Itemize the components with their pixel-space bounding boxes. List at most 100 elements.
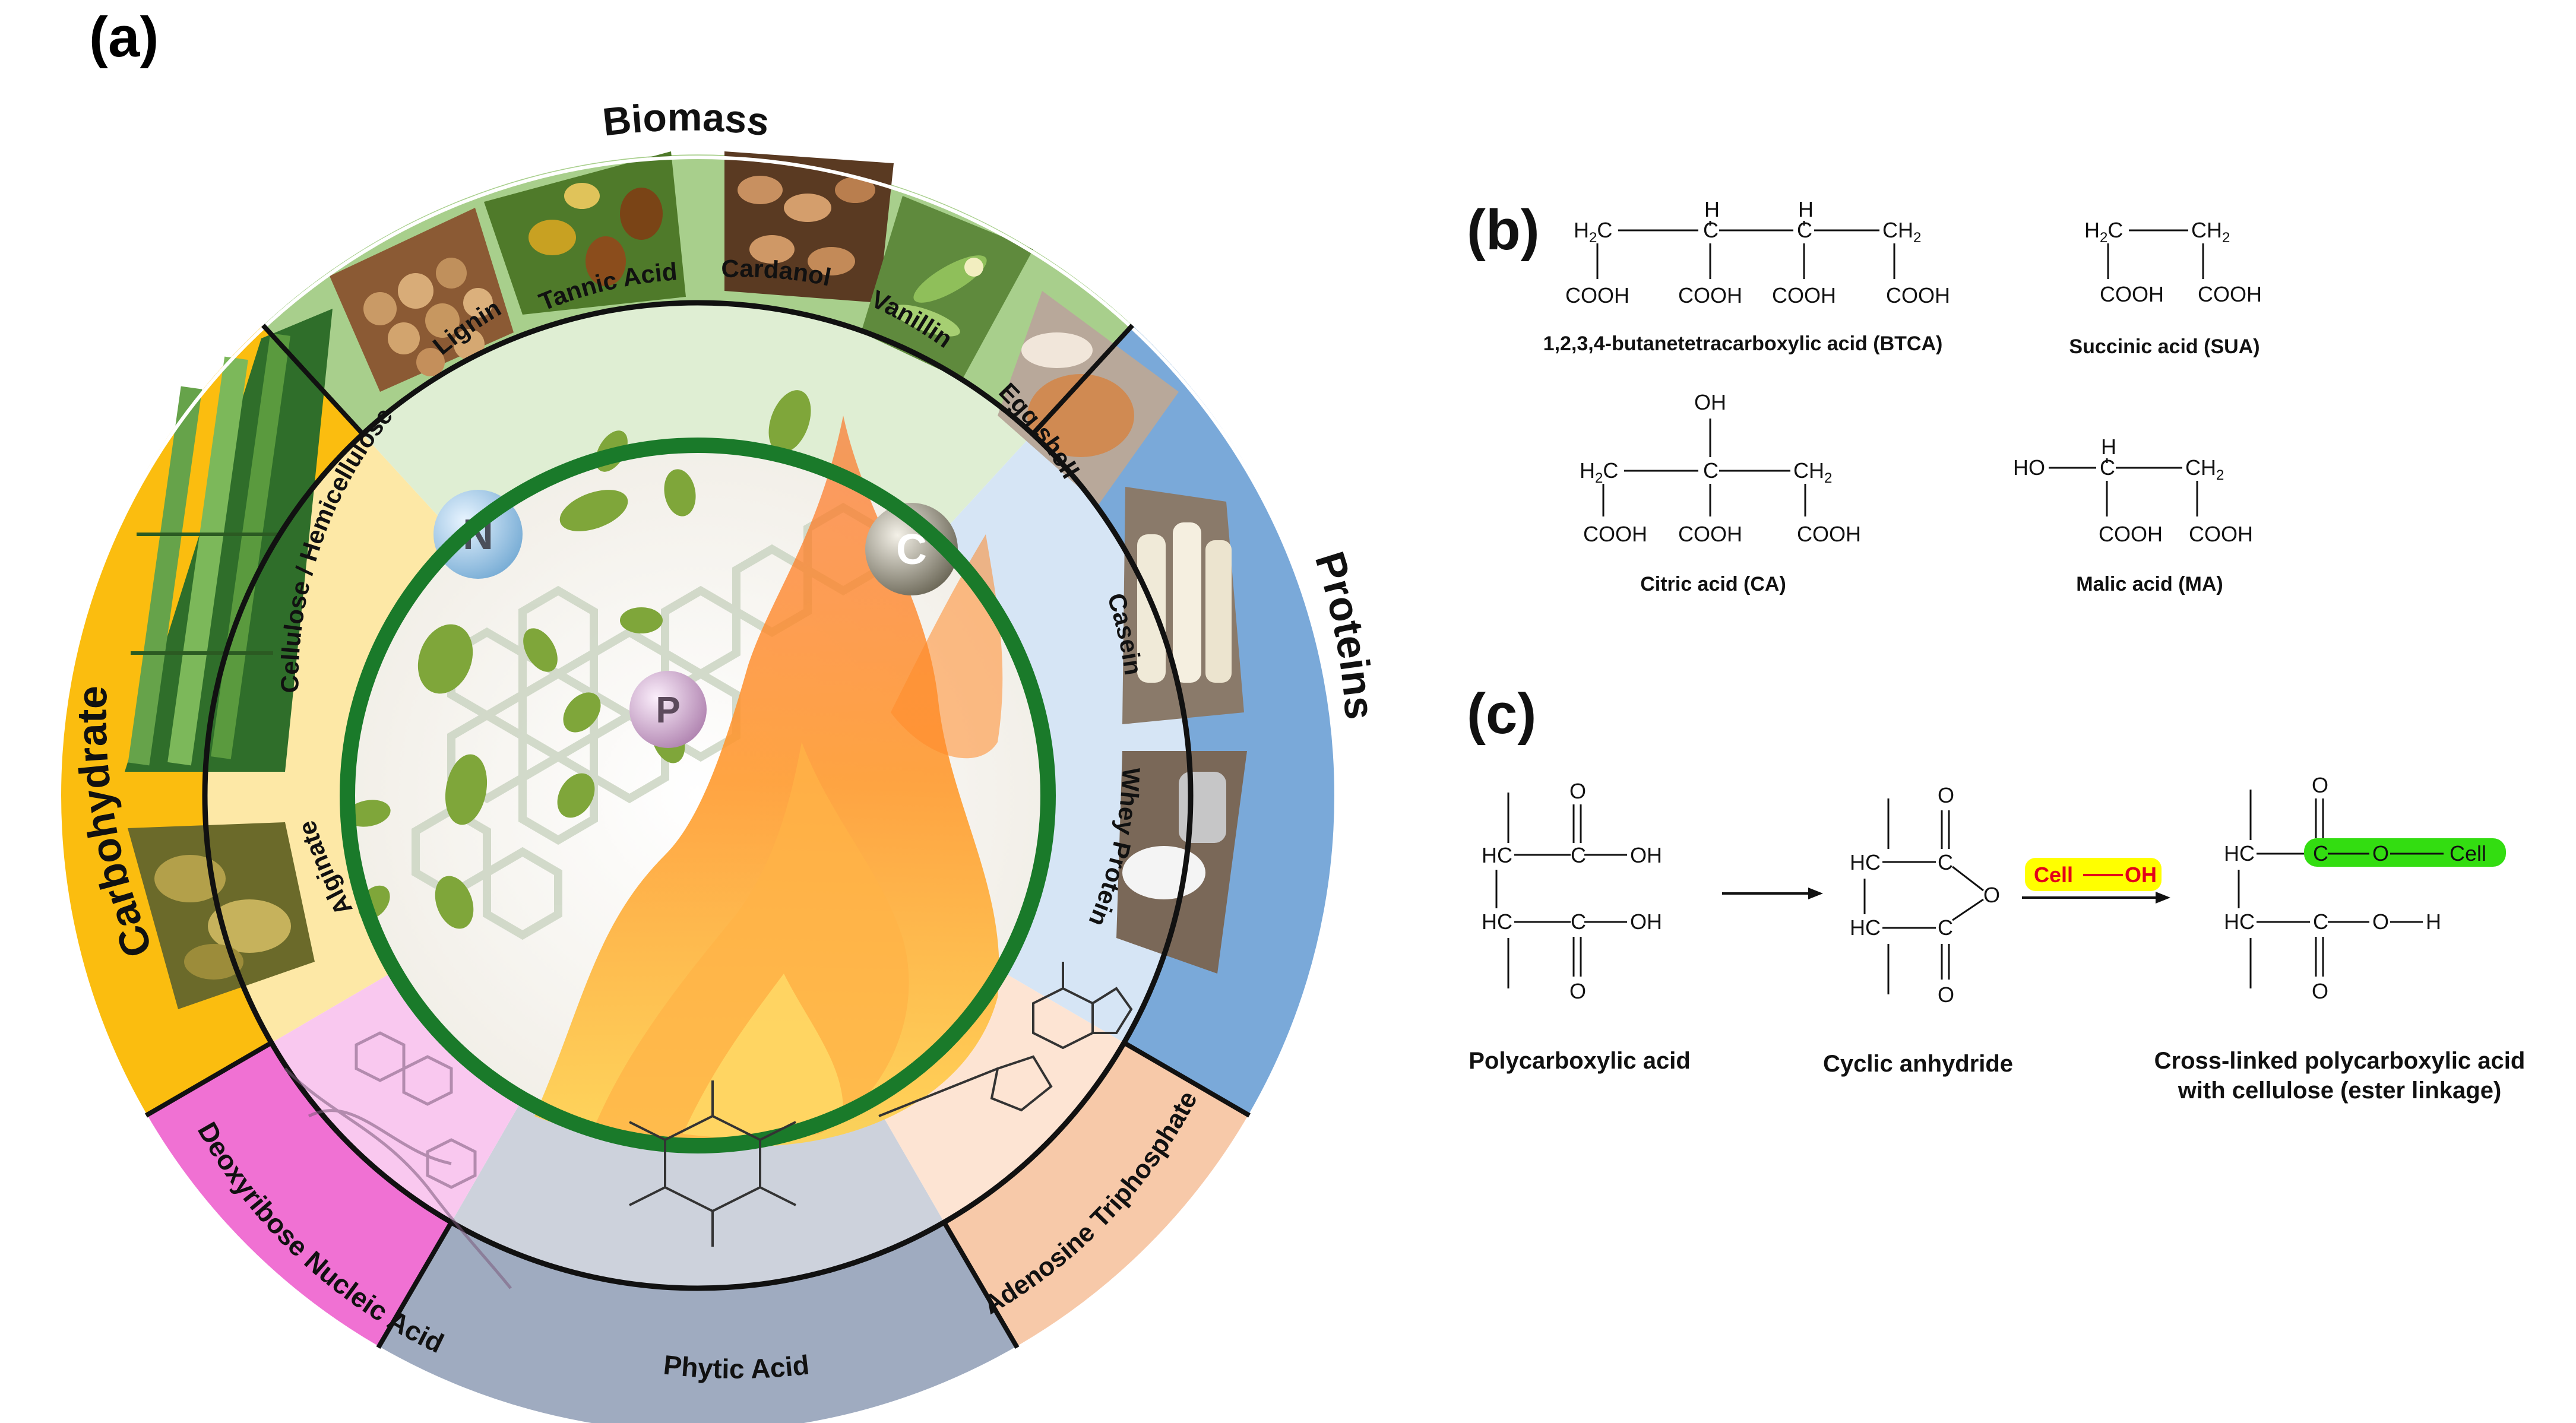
svg-text:COOH: COOH (1772, 283, 1836, 308)
svg-text:C: C (2313, 909, 2328, 934)
svg-text:O: O (2312, 979, 2328, 1003)
svg-text:OH: OH (2125, 863, 2157, 887)
photo-tiles (125, 151, 1247, 1009)
label-phytic: Phytic Acid (662, 1349, 811, 1384)
compound-succinic: H2C CH2 COOH COOH Succinic acid (SUA) (2069, 218, 2262, 358)
svg-text:H: H (2426, 909, 2441, 934)
ma-caption: Malic acid (MA) (2076, 573, 2223, 595)
svg-text:O: O (1938, 983, 1954, 1007)
svg-text:C: C (1938, 850, 1953, 874)
element-ball-p: P (629, 671, 707, 748)
arrow-2 (2022, 892, 2170, 904)
svg-text:HC: HC (1850, 850, 1881, 874)
svg-text:O: O (1938, 783, 1954, 807)
svg-text:COOH: COOH (2189, 522, 2253, 546)
svg-text:O: O (1983, 883, 2000, 907)
svg-text:C: C (1938, 915, 1953, 940)
ca-caption: Citric acid (CA) (1640, 573, 1786, 595)
structure-polycarboxylic: HC C OH O HC C OH O Polycarboxylic acid (1469, 779, 1691, 1074)
label-biomass: Biomass (600, 95, 771, 144)
structure-ester: HC C O Cell O HC C O H O Cross-linked po… (2154, 773, 2526, 1104)
svg-text:COOH: COOH (2100, 282, 2164, 306)
sector-proteins (1034, 325, 1337, 1115)
chemistry-panels: (b) H2C H C H C CH2 COOH COOH COOH COOH … (1467, 197, 2526, 1104)
poly-caption: Polycarboxylic acid (1469, 1048, 1691, 1074)
svg-text:O: O (1569, 979, 1586, 1003)
dna-structure-sketch (284, 1031, 512, 1289)
svg-text:H: H (1798, 197, 1814, 221)
svg-text:Cell: Cell (2450, 841, 2486, 866)
svg-text:O: O (1569, 779, 1586, 803)
btca-h2c: H2C (1574, 218, 1612, 246)
svg-text:O: O (2372, 909, 2389, 934)
svg-text:COOH: COOH (1797, 522, 1861, 546)
svg-text:COOH: COOH (1886, 283, 1950, 308)
atp-structure-sketch (878, 962, 1133, 1117)
sua-h2c: H2C (2084, 218, 2123, 246)
svg-text:OH: OH (1630, 909, 1662, 934)
svg-text:H: H (1704, 197, 1720, 221)
photo-lignin (330, 208, 514, 392)
compound-citric: OH H2C C CH2 COOH COOH COOH Citric acid … (1580, 390, 1861, 595)
photo-cardanol (724, 151, 894, 303)
ca-h2c: H2C (1580, 458, 1618, 486)
photo-casein (1122, 487, 1244, 724)
element-ball-c: C (865, 503, 958, 595)
photo-tannic (484, 151, 686, 315)
sector-carbohydrate (58, 325, 362, 1115)
svg-text:OH: OH (1630, 843, 1662, 867)
svg-text:HC: HC (1482, 843, 1512, 867)
svg-text:HC: HC (1850, 915, 1881, 940)
inner-phytic-bg (451, 1099, 944, 1289)
center-disk: N C P (340, 390, 1056, 1153)
svg-text:HC: HC (2224, 841, 2255, 866)
structure-anhydride: HC C O O HC C O Cyclic anhydride (1823, 783, 2013, 1077)
svg-text:C: C (1571, 843, 1586, 867)
svg-text:HO: HO (2013, 455, 2045, 480)
phytic-structure-sketch (629, 1080, 796, 1247)
svg-text:Cell: Cell (2034, 863, 2073, 887)
svg-text:HC: HC (1482, 909, 1512, 934)
sua-caption: Succinic acid (SUA) (2069, 335, 2259, 358)
btca-caption: 1,2,3,4-butanetetracarboxylic acid (BTCA… (1543, 332, 1943, 355)
ca-ch2: CH2 (1793, 458, 1832, 486)
ester-caption-1: Cross-linked polycarboxylic acid (2154, 1048, 2526, 1074)
svg-text:COOH: COOH (1678, 522, 1742, 546)
ester-caption-2: with cellulose (ester linkage) (2178, 1077, 2502, 1104)
svg-text:C: C (1571, 909, 1586, 934)
element-p-label: P (656, 690, 680, 731)
photo-whey (1116, 751, 1247, 974)
svg-text:O: O (2312, 773, 2328, 797)
btca-ch2: CH2 (1882, 218, 1921, 246)
panel-b-label: (b) (1467, 198, 1540, 262)
arrow-1 (1722, 888, 1823, 899)
reagent-cell-oh: Cell OH (2025, 858, 2162, 891)
sector-phytic (378, 1222, 1017, 1423)
inner-atp-bg (873, 971, 1124, 1222)
svg-text:H: H (2101, 435, 2116, 459)
anhydride-caption: Cyclic anhydride (1823, 1051, 2013, 1077)
ma-ch2: CH2 (2185, 455, 2224, 483)
svg-text:C: C (1703, 458, 1719, 483)
svg-text:HC: HC (2224, 909, 2255, 934)
photo-eggshell (998, 291, 1179, 505)
compound-malic: HO H C CH2 COOH COOH Malic acid (MA) (2013, 435, 2253, 595)
panel-a-label: (a) (89, 5, 159, 69)
photo-vanillin (861, 196, 1033, 380)
svg-text:COOH: COOH (1583, 522, 1647, 546)
svg-text:OH: OH (1694, 390, 1726, 414)
svg-text:COOH: COOH (2099, 522, 2163, 546)
photo-cellulose (125, 309, 333, 772)
wheel-diagram: N C P (58, 5, 1383, 1423)
svg-text:COOH: COOH (2198, 282, 2262, 306)
svg-text:COOH: COOH (1678, 283, 1742, 308)
svg-text:O: O (2372, 841, 2389, 866)
sector-dna (146, 1042, 451, 1348)
svg-text:C: C (2313, 841, 2328, 866)
compound-btca: H2C H C H C CH2 COOH COOH COOH COOH 1,2,… (1543, 197, 1950, 355)
inner-dna-bg (272, 971, 523, 1222)
sua-ch2: CH2 (2191, 218, 2230, 246)
svg-text:COOH: COOH (1565, 283, 1629, 308)
panel-c-label: (c) (1467, 682, 1536, 746)
sector-atp (944, 1042, 1249, 1348)
